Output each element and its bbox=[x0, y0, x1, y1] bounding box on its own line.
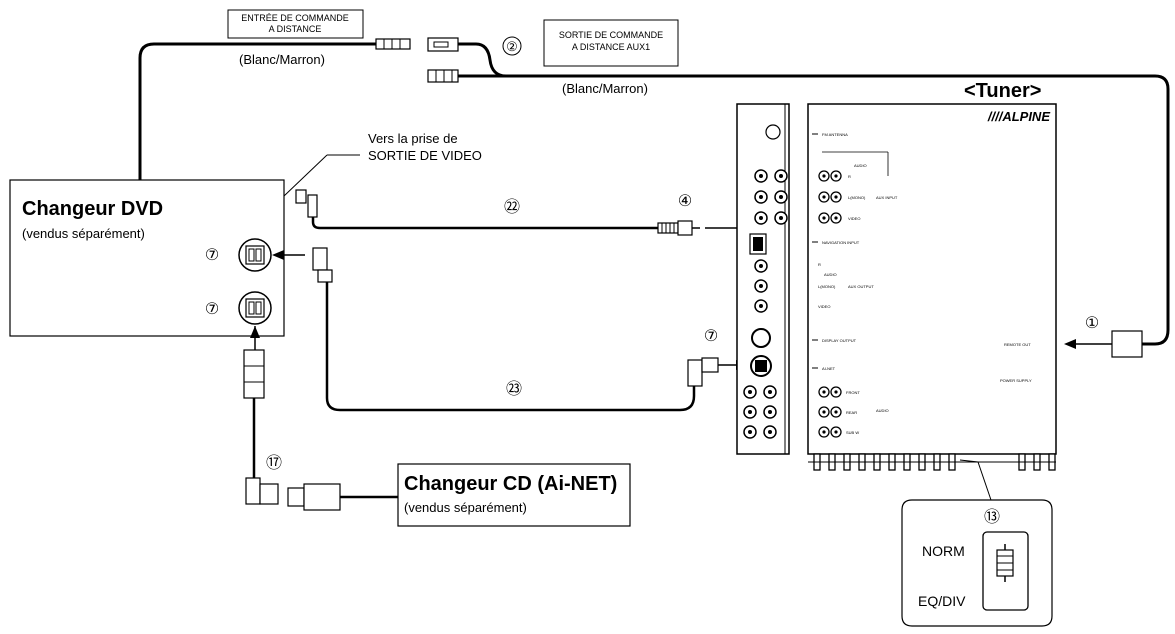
callout-23: ㉓ bbox=[506, 380, 522, 398]
switch-callout-leader bbox=[959, 459, 992, 501]
label-navigation-input: NAVIGATION INPUT bbox=[822, 240, 860, 245]
remote-output-label-line1: SORTIE DE COMMANDE bbox=[559, 30, 663, 40]
label-video-in: VIDEO bbox=[848, 216, 860, 221]
switch-slider[interactable] bbox=[996, 544, 1014, 582]
remote-cable-dvd bbox=[138, 42, 376, 180]
dvd-bottom-arrow bbox=[250, 326, 260, 338]
label-audio-out: AUDIO bbox=[824, 272, 837, 277]
remote-input-label-line2: A DISTANCE bbox=[269, 24, 322, 34]
label-power-supply: POWER SUPPLY bbox=[1000, 378, 1032, 383]
dvd-changer-subtitle: (vendus séparément) bbox=[22, 226, 145, 241]
antenna-jack bbox=[765, 124, 781, 140]
callout-1: ① bbox=[1085, 315, 1099, 332]
ainet-plug-dvd-side bbox=[312, 247, 333, 283]
label-rear: REAR bbox=[846, 410, 857, 415]
remote-plug-aux bbox=[427, 69, 459, 83]
tuner-main-body: ////ALPINE FM ANTENNA AUDIO R L(MONO) VI… bbox=[807, 103, 1057, 455]
navigation-input-jack bbox=[749, 233, 767, 255]
dvd-ainet-port-top bbox=[238, 238, 272, 272]
remote-out-connector-box bbox=[1111, 330, 1143, 358]
switch-eqdiv-label: EQ/DIV bbox=[918, 593, 966, 609]
cd-changer-subtitle: (vendus séparément) bbox=[404, 500, 527, 515]
callout-2: ② bbox=[506, 39, 518, 54]
dvd-changer-box: Changeur DVD (vendus séparément) bbox=[9, 179, 285, 337]
remote-input-label-box: ENTRÉE DE COMMANDE A DISTANCE bbox=[227, 9, 364, 39]
remote-output-label-box: SORTIE DE COMMANDE A DISTANCE AUX1 bbox=[543, 19, 679, 67]
cd-cable-plug-dvd bbox=[243, 349, 265, 399]
callout-13: ⑬ bbox=[984, 508, 1000, 526]
aux-input-jacks bbox=[754, 169, 788, 225]
label-sub-w: SUB W bbox=[846, 430, 859, 435]
dvd-ainet-port-bottom bbox=[238, 291, 272, 325]
label-remote-out: REMOTE OUT bbox=[1004, 342, 1031, 347]
label-audio-out-pre: AUDIO bbox=[876, 408, 889, 413]
alpine-logo: ////ALPINE bbox=[987, 109, 1050, 124]
remote-cable-tuner bbox=[458, 74, 1170, 346]
remote-plug-female bbox=[427, 37, 459, 52]
label-fm-antenna: FM ANTENNA bbox=[822, 132, 848, 137]
remote-output-label-line2: A DISTANCE AUX1 bbox=[572, 42, 650, 52]
cd-changer-box: Changeur CD (Ai-NET) (vendus séparément) bbox=[397, 463, 631, 527]
video-out-leader bbox=[283, 154, 328, 197]
callout-7-tuner: ⑦ bbox=[704, 328, 718, 345]
remote-out-arrow bbox=[1064, 339, 1076, 349]
label-aux-output: AUX OUTPUT bbox=[848, 284, 874, 289]
display-output-jack bbox=[751, 328, 771, 348]
video-plug-dvd-end bbox=[295, 189, 318, 218]
video-rca-plug bbox=[657, 220, 700, 236]
label-audio-in: AUDIO bbox=[854, 163, 867, 168]
cd-changer-title: Changeur CD (Ai-NET) bbox=[404, 473, 617, 495]
ainet-plug-tuner-side bbox=[687, 357, 719, 387]
label-ai-net: AI-NET bbox=[822, 366, 836, 371]
cd-changer-connector bbox=[287, 483, 398, 511]
label-r-in: R bbox=[848, 174, 851, 179]
preout-jacks bbox=[743, 385, 777, 439]
label-video-out: VIDEO bbox=[818, 304, 830, 309]
label-display-output: DISPLAY OUTPUT bbox=[822, 338, 857, 343]
callout-7-bottom: ⑦ bbox=[205, 301, 219, 318]
aux-output-jacks bbox=[754, 259, 768, 313]
callout-4: ④ bbox=[678, 193, 692, 210]
ainet-cable-23 bbox=[325, 282, 696, 412]
label-lmono-in: L(MONO) bbox=[848, 195, 866, 200]
callout-17: ⑰ bbox=[266, 454, 282, 472]
callout-22: ㉒ bbox=[504, 198, 520, 216]
remote-plug-male bbox=[375, 38, 411, 50]
remote-output-color-label: (Blanc/Marron) bbox=[562, 81, 648, 96]
dvd-changer-title: Changeur DVD bbox=[22, 198, 163, 220]
label-lmono-out: L(MONO) bbox=[818, 284, 836, 289]
video-out-label-line1: Vers la prise de bbox=[368, 131, 458, 146]
cd-cable-plug-cd bbox=[245, 477, 279, 505]
remote-input-label-line1: ENTRÉE DE COMMANDE bbox=[241, 13, 349, 23]
label-r-out: R bbox=[818, 262, 821, 267]
label-front: FRONT bbox=[846, 390, 860, 395]
video-out-label-line2: SORTIE DE VIDEO bbox=[368, 148, 482, 163]
switch-norm-label: NORM bbox=[922, 543, 965, 559]
ainet-port-tuner bbox=[750, 355, 772, 377]
dvd-top-arrow bbox=[272, 250, 284, 260]
video-cable-22 bbox=[311, 217, 658, 230]
label-aux-input: AUX INPUT bbox=[876, 195, 898, 200]
eq-div-switch-detail: ⑬ NORM EQ/DIV bbox=[901, 499, 1053, 627]
callout-2-ring bbox=[502, 36, 522, 56]
tuner-title: <Tuner> bbox=[964, 80, 1041, 102]
tuner-side-panel bbox=[736, 103, 790, 455]
callout-7-top: ⑦ bbox=[205, 247, 219, 264]
remote-input-color-label: (Blanc/Marron) bbox=[239, 52, 325, 67]
